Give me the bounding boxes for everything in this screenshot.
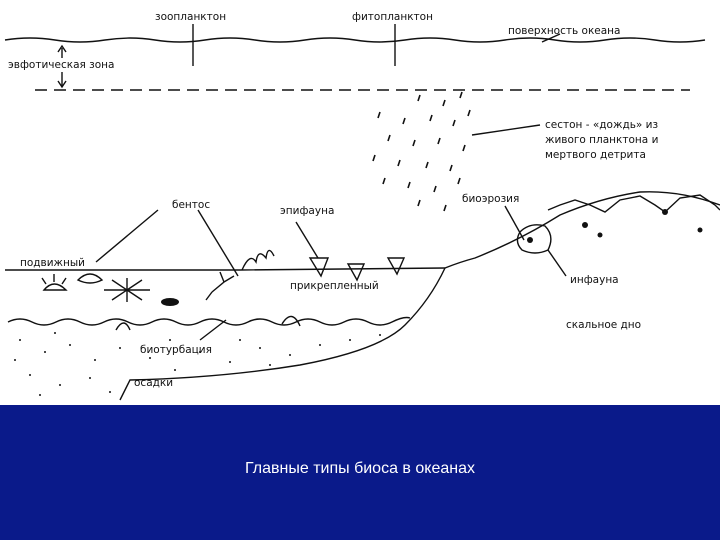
label-epifauna: эпифауна [280, 205, 334, 217]
label-attached: прикрепленный [290, 280, 379, 292]
rock-hole-4 [662, 209, 668, 215]
rock-boulder [516, 224, 552, 254]
seston-rain [372, 91, 471, 212]
label-bioerosion: биоэрозия [462, 193, 519, 205]
label-phytoplankton: фитопланктон [352, 11, 433, 23]
mobile-organism-starfish [104, 278, 150, 302]
label-mobile: подвижный [20, 257, 85, 269]
seston-pointer [471, 124, 541, 136]
sea-floor-line [5, 191, 720, 271]
mobile-organism-urchin [41, 274, 68, 291]
bioturbation-boundary [7, 316, 411, 326]
mobile-organism-shell [76, 273, 104, 284]
caption-bar: Главные типы биоса в океанах [0, 405, 720, 540]
label-ocean-surface: поверхность океана [508, 25, 620, 37]
rock-hole-2 [582, 222, 588, 228]
burrowing-shell [115, 322, 131, 331]
euphotic-arrow-up [57, 44, 67, 58]
euphotic-arrow-down [57, 72, 67, 89]
sediment-dots [14, 332, 381, 396]
attached-organism-1 [308, 257, 330, 278]
label-bioturbation: биотурбация [140, 344, 212, 356]
diagram-svg: зоопланктон фитопланктон поверхность оке… [4, 11, 720, 401]
epifauna-pointer [295, 221, 319, 259]
label-seston-line2: живого планктона и [545, 134, 658, 146]
benthos-pointer-left [95, 209, 159, 263]
attached-organism-2 [346, 263, 366, 282]
ocean-surface-line [4, 37, 706, 43]
mobile-organism-dark [161, 298, 179, 306]
rock-mass [547, 194, 720, 213]
label-zooplankton: зоопланктон [155, 11, 226, 23]
surface-pointer [541, 33, 561, 43]
infauna-pointer [547, 249, 567, 277]
label-infauna: инфауна [570, 274, 619, 286]
label-euphotic-zone: эвфотическая зона [8, 59, 114, 71]
seaweed-organism [241, 249, 275, 271]
slide-caption: Главные типы биоса в океанах [245, 460, 475, 477]
rock-hole-5 [697, 227, 703, 233]
label-rocky-bottom: скальное дно [566, 319, 641, 331]
label-seston-line3: мертвого детрита [545, 149, 646, 161]
rock-hole-1 [527, 237, 533, 243]
bioturbation-pointer [199, 319, 227, 341]
attached-organism-3 [386, 257, 406, 276]
sediment-slope [119, 267, 446, 401]
ocean-biota-diagram: зоопланктон фитопланктон поверхность оке… [4, 11, 720, 401]
label-seston-line1: сестон - «дождь» из [545, 119, 658, 131]
bioerosion-pointer [504, 205, 525, 241]
label-sediments: осадки [134, 377, 173, 389]
burrowing-shell-2 [281, 315, 301, 327]
branching-organism [205, 271, 235, 301]
rock-hole-3 [597, 232, 603, 238]
benthos-pointer-right [197, 209, 239, 277]
label-benthos: бентос [172, 199, 210, 211]
